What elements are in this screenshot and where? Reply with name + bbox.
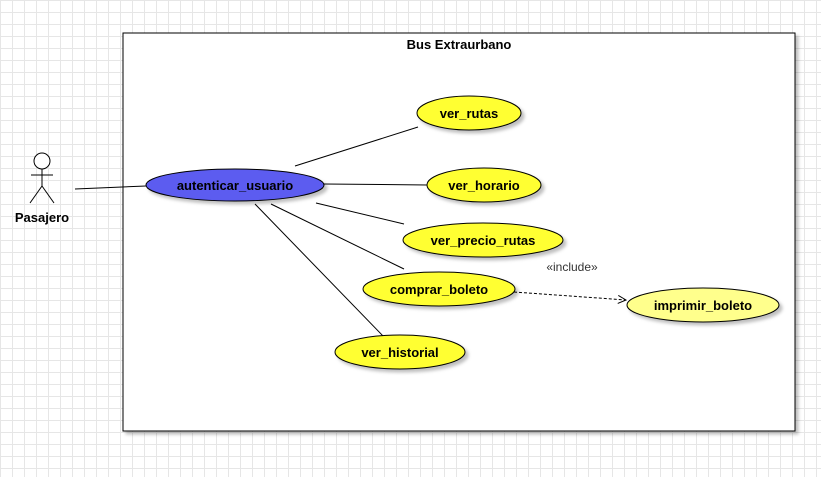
- use-case-comprar-boleto[interactable]: comprar_boleto: [362, 271, 516, 307]
- use-case-ver-historial[interactable]: ver_historial: [334, 334, 466, 370]
- stick-figure-icon: [29, 152, 55, 204]
- use-case-label: ver_rutas: [440, 106, 499, 121]
- actor-pasajero[interactable]: Pasajero: [15, 152, 69, 225]
- system-title: Bus Extraurbano: [407, 37, 512, 52]
- include-stereotype: «include»: [546, 260, 598, 274]
- use-case-ver-horario[interactable]: ver_horario: [426, 167, 542, 203]
- actor-name: Pasajero: [15, 210, 69, 225]
- use-case-label: ver_horario: [448, 178, 520, 193]
- use-case-ver-precio-rutas[interactable]: ver_precio_rutas: [402, 222, 564, 258]
- use-case-imprimir-boleto[interactable]: imprimir_boleto: [626, 287, 780, 323]
- association-ver-historial: [254, 203, 384, 337]
- include-dependency: [513, 291, 626, 300]
- use-case-label: autenticar_usuario: [177, 178, 293, 193]
- association-ver-precio-rutas: [315, 202, 405, 225]
- association-ver-rutas: [294, 126, 419, 167]
- association-actor-autenticar: [74, 185, 147, 190]
- use-case-autenticar-usuario[interactable]: autenticar_usuario: [145, 168, 325, 202]
- use-case-ver-rutas[interactable]: ver_rutas: [416, 95, 522, 131]
- use-case-label: ver_precio_rutas: [431, 233, 536, 248]
- association-ver-horario: [323, 183, 429, 186]
- use-case-label: comprar_boleto: [390, 282, 488, 297]
- association-comprar-boleto: [270, 203, 405, 270]
- use-case-label: ver_historial: [361, 345, 438, 360]
- use-case-label: imprimir_boleto: [654, 298, 752, 313]
